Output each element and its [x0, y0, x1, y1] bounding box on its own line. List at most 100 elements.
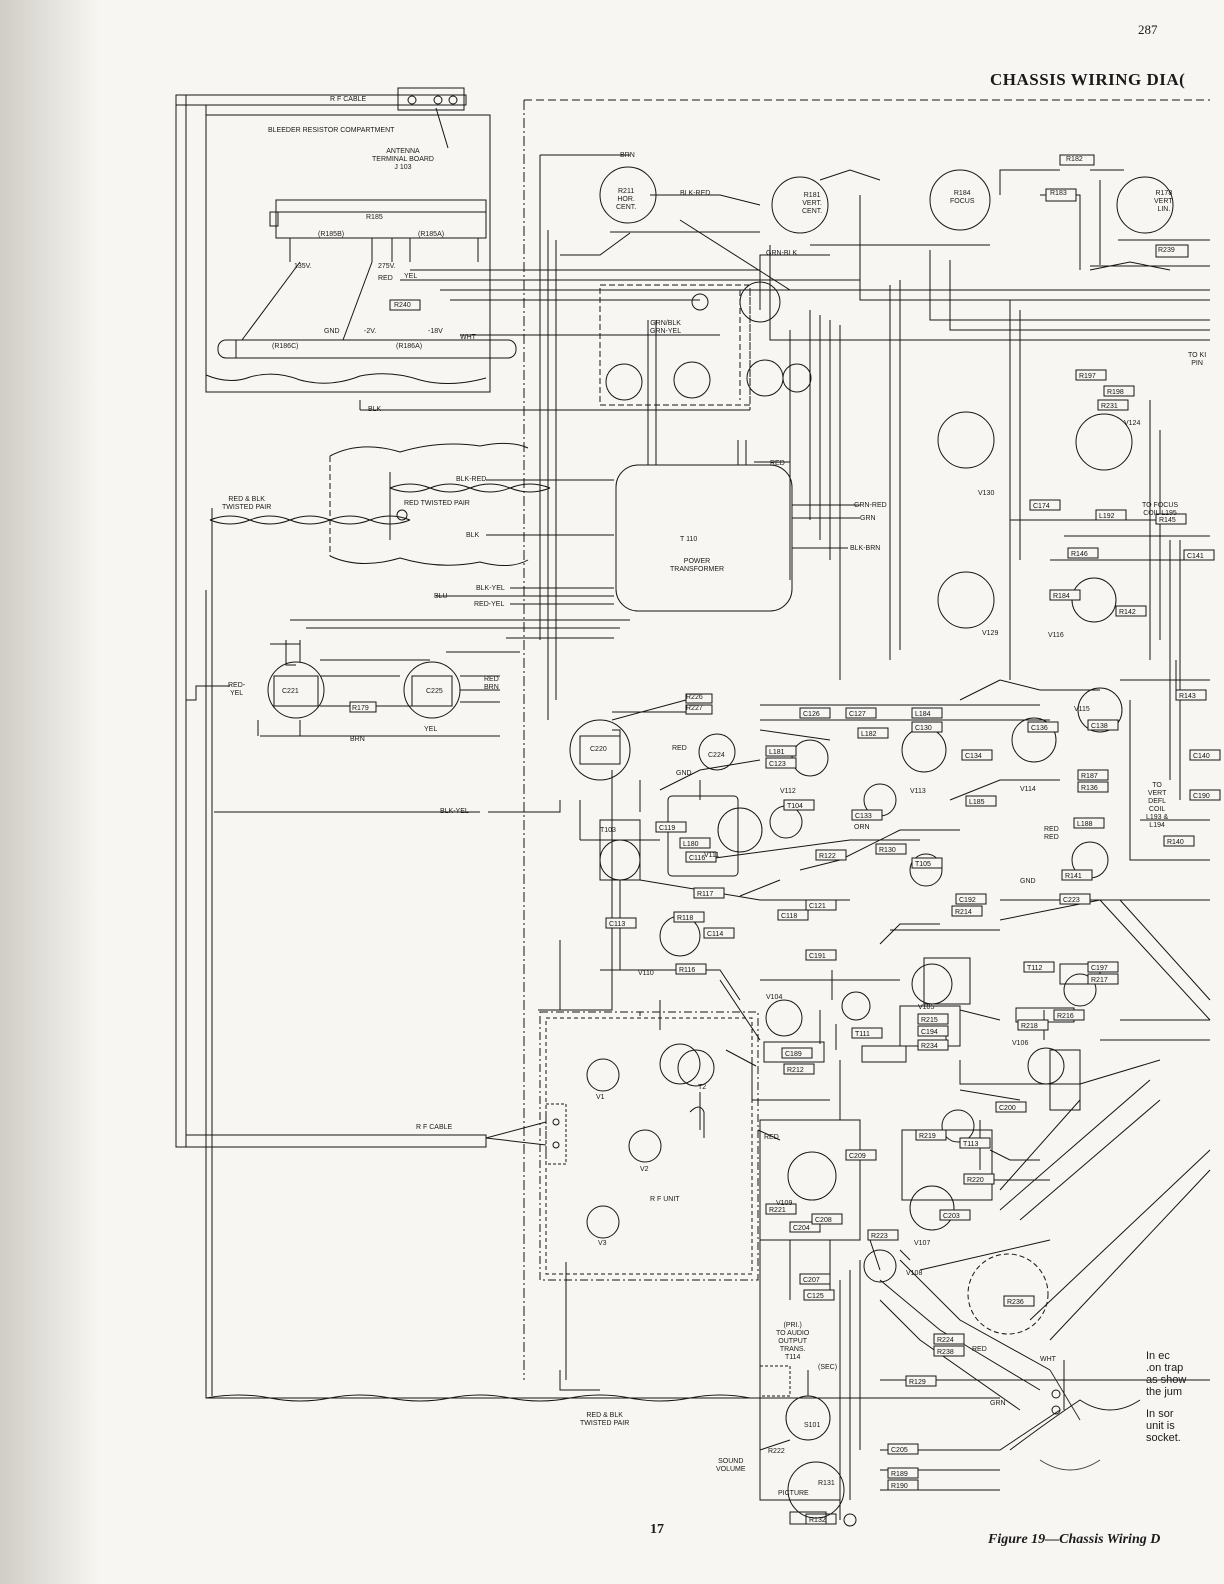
label-c220: C220: [590, 746, 607, 753]
label-blk-red: BLK-RED: [456, 476, 487, 483]
part-label-c189: C189: [785, 1051, 802, 1058]
part-box-r130: [875, 843, 907, 855]
part-box-c130: [911, 721, 943, 733]
part-label-c204: C204: [793, 1225, 810, 1232]
part-box-t112: [1023, 961, 1055, 973]
part-label-c125: C125: [807, 1293, 824, 1300]
part-label-l181: L181: [769, 749, 785, 756]
label-v112: V112: [780, 788, 796, 795]
part-label-c126: C126: [803, 711, 820, 718]
part-box-c192b: [1095, 509, 1127, 521]
label-v105: V105: [918, 1004, 935, 1011]
part-box-r146: [1067, 547, 1099, 559]
label-gnd: GND: [324, 328, 340, 335]
part-box-c121: [805, 899, 837, 911]
page-number-bottom: 17: [650, 1522, 664, 1537]
part-box-c209: [845, 1149, 877, 1161]
part-label-r145: R145: [1159, 517, 1176, 524]
label-grn-blk-yel: GRN/BLK GRN-YEL: [650, 320, 682, 335]
part-label-l184: L184: [915, 711, 931, 718]
part-label-c205: C205: [891, 1447, 908, 1454]
part-label-r141: R141: [1065, 873, 1082, 880]
part-label-c190: C190: [1193, 793, 1210, 800]
part-box-r198: [1103, 385, 1135, 397]
part-box-l180: [679, 837, 711, 849]
part-box-r118: [673, 911, 705, 923]
part-label-r216: R216: [1057, 1013, 1074, 1020]
part-label-c191: C191: [809, 953, 826, 960]
part-box-c203: [939, 1209, 971, 1221]
label-blk-brn: BLK-BRN: [850, 545, 881, 552]
part-box-c113: [605, 917, 637, 929]
part-box-r238: [933, 1345, 965, 1357]
label-r185a: (R185A): [418, 231, 445, 238]
part-box-c205: [887, 1443, 919, 1455]
label-red: RED: [770, 460, 785, 467]
part-box-r219: [915, 1129, 947, 1141]
part-label-c197: C197: [1091, 965, 1108, 972]
label-v130: V130: [978, 490, 995, 497]
label-red-yel: RED- YEL: [228, 682, 246, 697]
label-v116: V116: [1048, 632, 1064, 639]
part-label-r236: R236: [1007, 1299, 1024, 1306]
part-box-r234: [917, 1039, 949, 1051]
label-blu: BLU: [434, 593, 448, 600]
part-box-c134: [961, 749, 993, 761]
part-box-r184b: [1049, 589, 1081, 601]
part-box-c189: [781, 1047, 813, 1059]
part-box-r212: [783, 1063, 815, 1075]
controls-top: [539, 154, 1210, 720]
label-sound-volume: SOUND VOLUME: [716, 1458, 746, 1473]
part-label-t113: T113: [963, 1141, 979, 1148]
label-red-blk-pair: RED & BLK TWISTED PAIR: [580, 1412, 630, 1427]
part-box-r215: [917, 1013, 949, 1025]
label-red-yel: RED-YEL: [474, 601, 505, 608]
part-box-c133: [851, 809, 883, 821]
label-to-focus: TO FOCUS COIL L195: [1142, 502, 1179, 517]
label-grn-red: GRN-RED: [854, 502, 887, 509]
label-rf-cable: R F CABLE: [416, 1124, 453, 1131]
label-red: RED: [672, 745, 687, 752]
part-box-c190: [1189, 789, 1221, 801]
part-label-c116: C116: [689, 855, 705, 862]
label-grn-blk: GRN-BLK: [766, 250, 798, 257]
label-v107: V107: [914, 1240, 931, 1247]
part-label-l182: L182: [861, 731, 877, 738]
label-brn: BRN: [350, 736, 365, 743]
part-label-c113: C113: [609, 921, 625, 928]
part-box-c118: [777, 909, 809, 921]
part-box-c119: [655, 821, 687, 833]
part-label-t112: T112: [1027, 965, 1043, 972]
label-r222: R222: [768, 1448, 785, 1455]
part-box-c116: [685, 851, 717, 863]
filter-caps-left: [214, 619, 736, 813]
figure-caption: Figure 19—Chassis Wiring D: [988, 1532, 1161, 1547]
part-label-r190: R190: [891, 1483, 908, 1490]
page-title: CHASSIS WIRING DIA(: [990, 70, 1186, 89]
part-box-c191: [805, 949, 837, 961]
part-label-r219: R219: [919, 1133, 936, 1140]
label-v111: V111: [704, 852, 720, 859]
label-red-twisted: RED TWISTED PAIR: [404, 500, 470, 507]
part-label-l180: L180: [683, 841, 699, 848]
part-box-r216: [1053, 1009, 1085, 1021]
label-yel: YEL: [424, 726, 438, 733]
part-label-r136: R136: [1081, 785, 1098, 792]
part-label-r184b: R184: [1053, 593, 1070, 600]
label-t103: T103: [600, 827, 616, 834]
part-label-r142: R142: [1119, 609, 1136, 616]
part-label-c138: C138: [1091, 723, 1108, 730]
part-box-t113: [959, 1137, 991, 1149]
part-label-r234: R234: [921, 1043, 938, 1050]
label-v104: V104: [766, 994, 783, 1001]
label-rf-cable: R F CABLE: [330, 96, 367, 103]
antenna-terminal-board: [397, 87, 465, 149]
part-box-r116: [675, 963, 707, 975]
part-box-r224: [933, 1333, 965, 1345]
part-box-r214: [951, 905, 983, 917]
part-box-r141: [1061, 869, 1093, 881]
part-label-r212: R212: [787, 1067, 804, 1074]
label-grn: GRN: [990, 1400, 1006, 1407]
part-label-c136: C136: [1031, 725, 1048, 732]
